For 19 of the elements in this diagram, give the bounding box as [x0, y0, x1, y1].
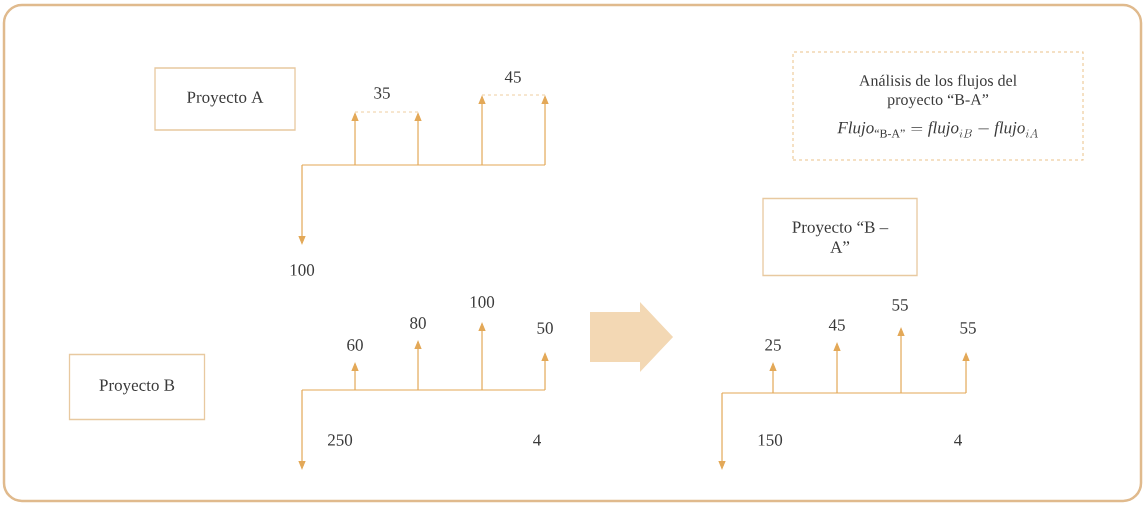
flow-value: 45	[504, 71, 521, 83]
flow-value: 55	[892, 299, 908, 311]
flow-value: 50	[537, 322, 553, 334]
flow-value: 100	[290, 264, 315, 276]
period-number: 4	[533, 434, 541, 446]
flow-value: 80	[410, 317, 426, 329]
flow-value: 55	[960, 322, 976, 334]
project-box: Proyecto A	[154, 67, 296, 131]
flow-value: 35	[374, 87, 390, 99]
flow-value: 25	[765, 339, 781, 351]
flow-value: 100	[470, 296, 495, 308]
formula-box: Análisis de los flujos del proyecto “B-A” $\mathit{Flujo}_{\text{“B-A”}}=\mathit{flujo}_{iB}-\mathit{flujo}_{iA}$	[792, 51, 1084, 161]
flow-value: 45	[828, 319, 845, 331]
project-box: Proyecto “B – A”	[762, 197, 918, 277]
flow-value: 150	[758, 434, 783, 446]
flow-value: 250	[328, 434, 353, 446]
project-box: Proyecto B	[68, 353, 206, 421]
period-number: 4	[954, 434, 962, 446]
flow-value: 60	[347, 339, 363, 351]
